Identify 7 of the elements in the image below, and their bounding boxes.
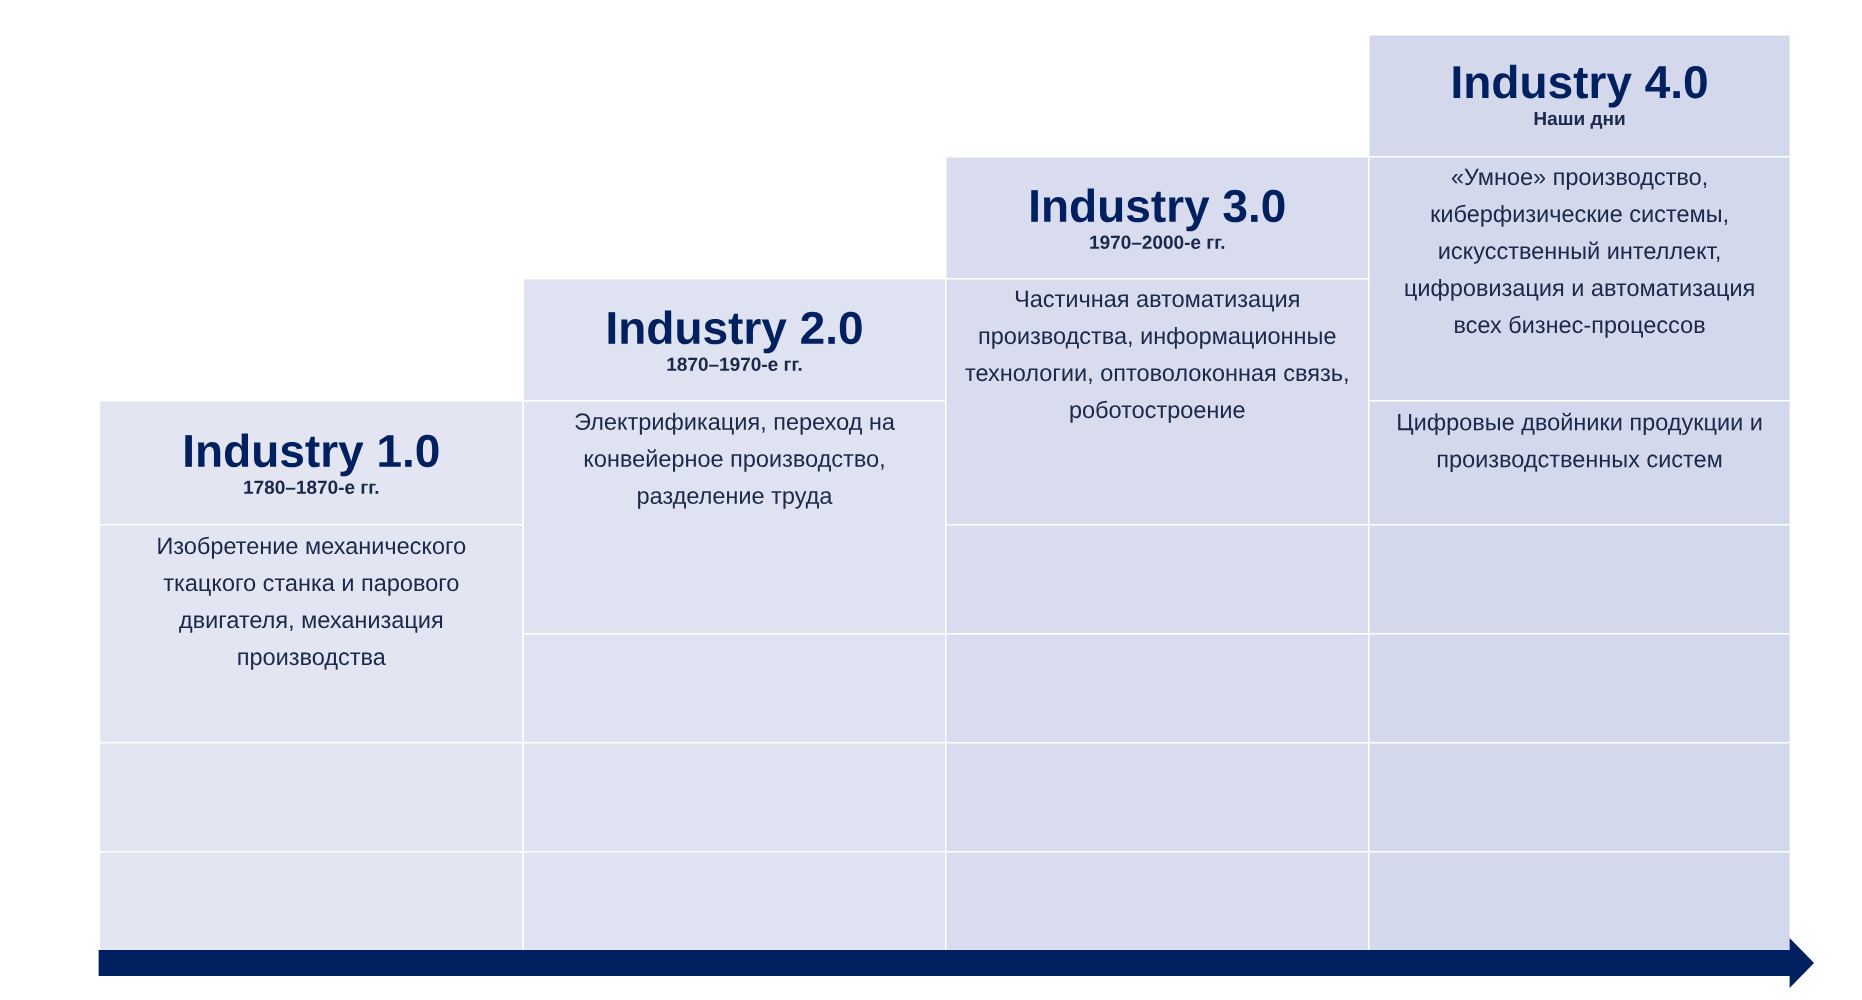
description-cell: «Умное» производство, киберфизические системы, искусственный интеллект, цифровизация и автоматизация всех бизнес-процессов xyxy=(1368,156,1792,402)
description-cell: Изобретение механического ткацкого станка и парового двигателя, механизация производства xyxy=(98,524,524,744)
description-cell: Цифровые двойники продукции и производственных систем xyxy=(1368,400,1792,526)
era-header: Industry 3.0 1970–2000-е гг. xyxy=(945,156,1370,280)
era-header: Industry 1.0 1780–1870-е гг. xyxy=(98,400,524,526)
era-header: Industry 2.0 1870–1970-е гг. xyxy=(522,278,947,402)
era-header: Industry 4.0 Наши дни xyxy=(1368,34,1792,158)
